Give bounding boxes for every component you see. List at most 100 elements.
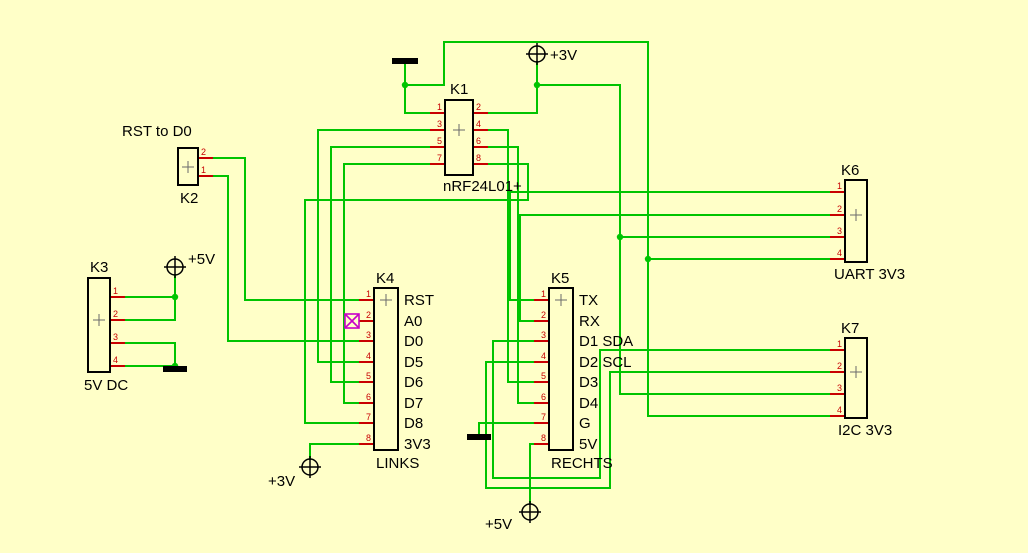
component-ref-label: K7 bbox=[841, 320, 859, 337]
wire-segment[interactable] bbox=[124, 342, 176, 367]
pin-number: 3 bbox=[366, 330, 371, 340]
component-outline[interactable] bbox=[177, 147, 199, 186]
pin-number: 2 bbox=[113, 309, 118, 319]
pin-name-label: RST bbox=[404, 292, 434, 309]
pin-number: 2 bbox=[837, 204, 842, 214]
ground-symbol[interactable] bbox=[467, 434, 491, 440]
wire-segment[interactable] bbox=[212, 175, 360, 342]
supply-label: +5V bbox=[485, 516, 512, 533]
pin-number: 8 bbox=[476, 153, 481, 163]
component-ref-label: K3 bbox=[90, 259, 108, 276]
pin-number: 3 bbox=[837, 383, 842, 393]
supply-label: +3V bbox=[550, 47, 577, 64]
component-outline[interactable] bbox=[548, 287, 574, 451]
pin-name-label: TX bbox=[579, 292, 598, 309]
wire-segment[interactable] bbox=[485, 361, 831, 489]
pin-number: 3 bbox=[837, 226, 842, 236]
wire-segment[interactable] bbox=[519, 214, 831, 322]
component-outline[interactable] bbox=[444, 99, 474, 176]
wire-segment[interactable] bbox=[509, 191, 831, 301]
wire-segment[interactable] bbox=[309, 443, 360, 460]
pin-number: 8 bbox=[541, 433, 546, 443]
wire-segment[interactable] bbox=[317, 129, 431, 363]
pin-name-label: 3V3 bbox=[404, 436, 431, 453]
pin-number: 4 bbox=[113, 355, 118, 365]
ground-symbol[interactable] bbox=[163, 366, 187, 372]
no-connect-x bbox=[344, 313, 360, 329]
pin-number: 2 bbox=[476, 102, 481, 112]
component-ref-label: K4 bbox=[376, 270, 394, 287]
pin-number: 5 bbox=[541, 371, 546, 381]
junction-dot bbox=[644, 255, 652, 263]
supply-symbol-+3v[interactable]: +3V bbox=[268, 456, 321, 490]
ground-symbol[interactable] bbox=[392, 58, 418, 64]
pin-number: 5 bbox=[437, 136, 442, 146]
pin-name-label: D6 bbox=[404, 374, 423, 391]
supply-symbol-+5v[interactable]: +5V bbox=[164, 251, 215, 278]
pin-name-label: D4 bbox=[579, 395, 598, 412]
pin-name-label: A0 bbox=[404, 313, 422, 330]
pin-name-label: D7 bbox=[404, 395, 423, 412]
junction-dot bbox=[616, 233, 624, 241]
pin-number: 2 bbox=[541, 310, 546, 320]
wire-segment[interactable] bbox=[478, 422, 535, 435]
pin-number: 7 bbox=[541, 412, 546, 422]
component-outline[interactable] bbox=[844, 179, 868, 263]
pin-number: 1 bbox=[437, 102, 442, 112]
component-outline[interactable] bbox=[87, 277, 111, 373]
wire-segment[interactable] bbox=[212, 157, 360, 301]
component-value-label: LINKS bbox=[376, 455, 419, 472]
pin-number: 3 bbox=[113, 332, 118, 342]
supply-label: +5V bbox=[188, 251, 215, 268]
pin-name-label: RX bbox=[579, 313, 600, 330]
component-value-label: 5V DC bbox=[84, 377, 128, 394]
wire-segment[interactable] bbox=[487, 61, 538, 114]
pin-number: 7 bbox=[366, 412, 371, 422]
supply-label: +3V bbox=[268, 473, 295, 490]
pin-number: 4 bbox=[837, 405, 842, 415]
pin-number: 6 bbox=[476, 136, 481, 146]
wire-segment[interactable] bbox=[492, 340, 831, 479]
pin-name-label: D0 bbox=[404, 333, 423, 350]
component-value-label: nRF24L01+ bbox=[443, 178, 522, 195]
pin-number: 4 bbox=[837, 248, 842, 258]
wire-segment[interactable] bbox=[647, 41, 831, 417]
supply-circle-icon bbox=[528, 45, 546, 63]
pin-number: 4 bbox=[366, 351, 371, 361]
wire-segment[interactable] bbox=[487, 129, 535, 383]
supply-symbol-+5v[interactable]: +5V bbox=[485, 501, 541, 533]
pin-number: 1 bbox=[837, 339, 842, 349]
supply-symbol-+3v[interactable]: +3V bbox=[526, 43, 577, 65]
wire-segment[interactable] bbox=[529, 443, 535, 505]
supply-circle-icon bbox=[166, 258, 184, 276]
wire-segment[interactable] bbox=[404, 62, 431, 114]
pin-number: 3 bbox=[541, 330, 546, 340]
junction-dot bbox=[171, 293, 179, 301]
component-value-label: UART 3V3 bbox=[834, 266, 905, 283]
wire-segment[interactable] bbox=[343, 163, 431, 404]
wire-segment[interactable] bbox=[487, 146, 535, 404]
pin-number: 1 bbox=[541, 289, 546, 299]
pin-number: 1 bbox=[113, 286, 118, 296]
supply-circle-icon bbox=[301, 458, 319, 476]
component-outline[interactable] bbox=[373, 287, 399, 451]
pin-name-label: D5 bbox=[404, 354, 423, 371]
component-K3[interactable]: 1 2 3 4 K3 5V DC bbox=[84, 259, 128, 394]
junction-dot bbox=[401, 81, 409, 89]
supply-circle-icon bbox=[521, 503, 539, 521]
pin-number: 2 bbox=[366, 310, 371, 320]
wire-segment[interactable] bbox=[404, 41, 445, 86]
component-ref-label: K1 bbox=[450, 81, 468, 98]
pin-number: 7 bbox=[437, 153, 442, 163]
component-outline[interactable] bbox=[844, 337, 868, 419]
no-connect-icon[interactable] bbox=[344, 313, 360, 329]
no-connect-box bbox=[344, 313, 360, 329]
wire-segment[interactable] bbox=[304, 163, 529, 424]
pin-name-label: G bbox=[579, 415, 591, 432]
